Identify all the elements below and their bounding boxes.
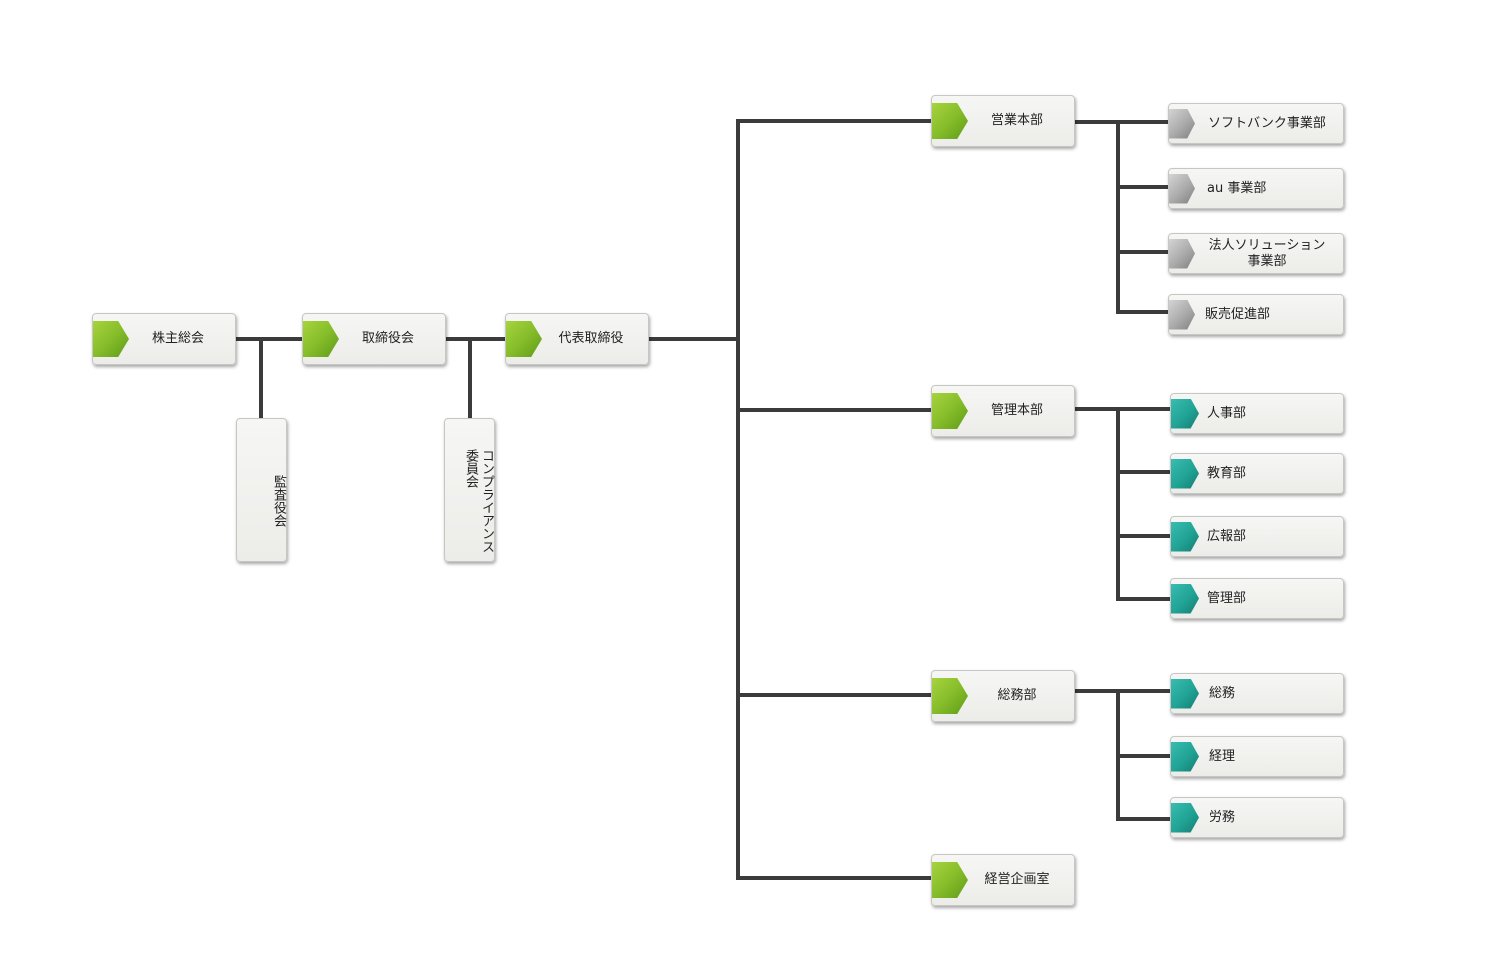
node-label: 労務 xyxy=(1209,809,1236,825)
node-hr-dept: 人事部 xyxy=(1170,393,1344,434)
node-president: 代表取締役 xyxy=(505,313,649,365)
chevron-icon xyxy=(1171,458,1199,489)
node-label: 法人ソリューション 事業部 xyxy=(1208,237,1326,269)
node-label: 販売促進部 xyxy=(1205,306,1271,322)
chevron-icon xyxy=(932,103,968,139)
node-label: 教育部 xyxy=(1207,465,1247,481)
node-education-dept: 教育部 xyxy=(1170,453,1344,494)
chevron-icon xyxy=(1171,678,1199,709)
node-general-affairs-dept: 総務部 xyxy=(931,670,1075,722)
node-label: 株主総会 xyxy=(151,331,204,346)
node-auditors: 監査役会 xyxy=(236,418,287,562)
node-general-affairs: 総務 xyxy=(1170,673,1344,714)
chevron-icon xyxy=(1171,398,1199,429)
node-management-dept: 管理部 xyxy=(1170,578,1344,619)
node-label: 営業本部 xyxy=(990,113,1043,128)
chevron-icon xyxy=(93,321,129,357)
node-pr-dept: 広報部 xyxy=(1170,516,1344,557)
node-softbank-div: ソフトバンク事業部 xyxy=(1168,103,1344,144)
chevron-icon xyxy=(932,678,968,714)
node-label: 経営企画室 xyxy=(984,872,1050,887)
node-label: 取締役会 xyxy=(361,331,414,346)
node-planning-office: 経営企画室 xyxy=(931,854,1075,906)
chevron-icon xyxy=(1169,108,1195,139)
chevron-icon xyxy=(1171,583,1199,614)
chevron-icon xyxy=(506,321,542,357)
node-board: 取締役会 xyxy=(302,313,446,365)
chevron-icon xyxy=(1169,299,1195,330)
chevron-icon xyxy=(1171,741,1199,772)
node-admin-hq: 管理本部 xyxy=(931,385,1075,437)
chevron-icon xyxy=(1169,238,1195,269)
node-labor: 労務 xyxy=(1170,797,1344,838)
node-sales-hq: 営業本部 xyxy=(931,95,1075,147)
chevron-icon xyxy=(303,321,339,357)
node-au-div: au 事業部 xyxy=(1168,168,1344,209)
node-label: 総務部 xyxy=(997,688,1037,703)
chevron-icon xyxy=(1169,173,1195,204)
node-label: 管理本部 xyxy=(990,403,1043,418)
node-label: au 事業部 xyxy=(1207,180,1267,196)
chevron-icon xyxy=(932,862,968,898)
node-accounting: 経理 xyxy=(1170,736,1344,777)
chevron-icon xyxy=(1171,521,1199,552)
node-label: 広報部 xyxy=(1207,528,1247,544)
node-label: コンプライアンス 委員会 xyxy=(463,449,494,553)
chevron-icon xyxy=(932,393,968,429)
node-label: 経理 xyxy=(1209,748,1236,764)
node-label: 人事部 xyxy=(1207,405,1247,421)
node-shareholders-meeting: 株主総会 xyxy=(92,313,236,365)
node-sales-promo-dept: 販売促進部 xyxy=(1168,294,1344,335)
node-corporate-solutions-div: 法人ソリューション 事業部 xyxy=(1168,233,1344,274)
node-label: 管理部 xyxy=(1207,590,1247,606)
chevron-icon xyxy=(1171,802,1199,833)
node-label: 総務 xyxy=(1209,685,1236,701)
node-compliance: コンプライアンス 委員会 xyxy=(444,418,495,562)
node-label: ソフトバンク事業部 xyxy=(1208,115,1326,131)
node-label: 代表取締役 xyxy=(558,331,624,346)
node-label: 監査役会 xyxy=(271,475,286,527)
